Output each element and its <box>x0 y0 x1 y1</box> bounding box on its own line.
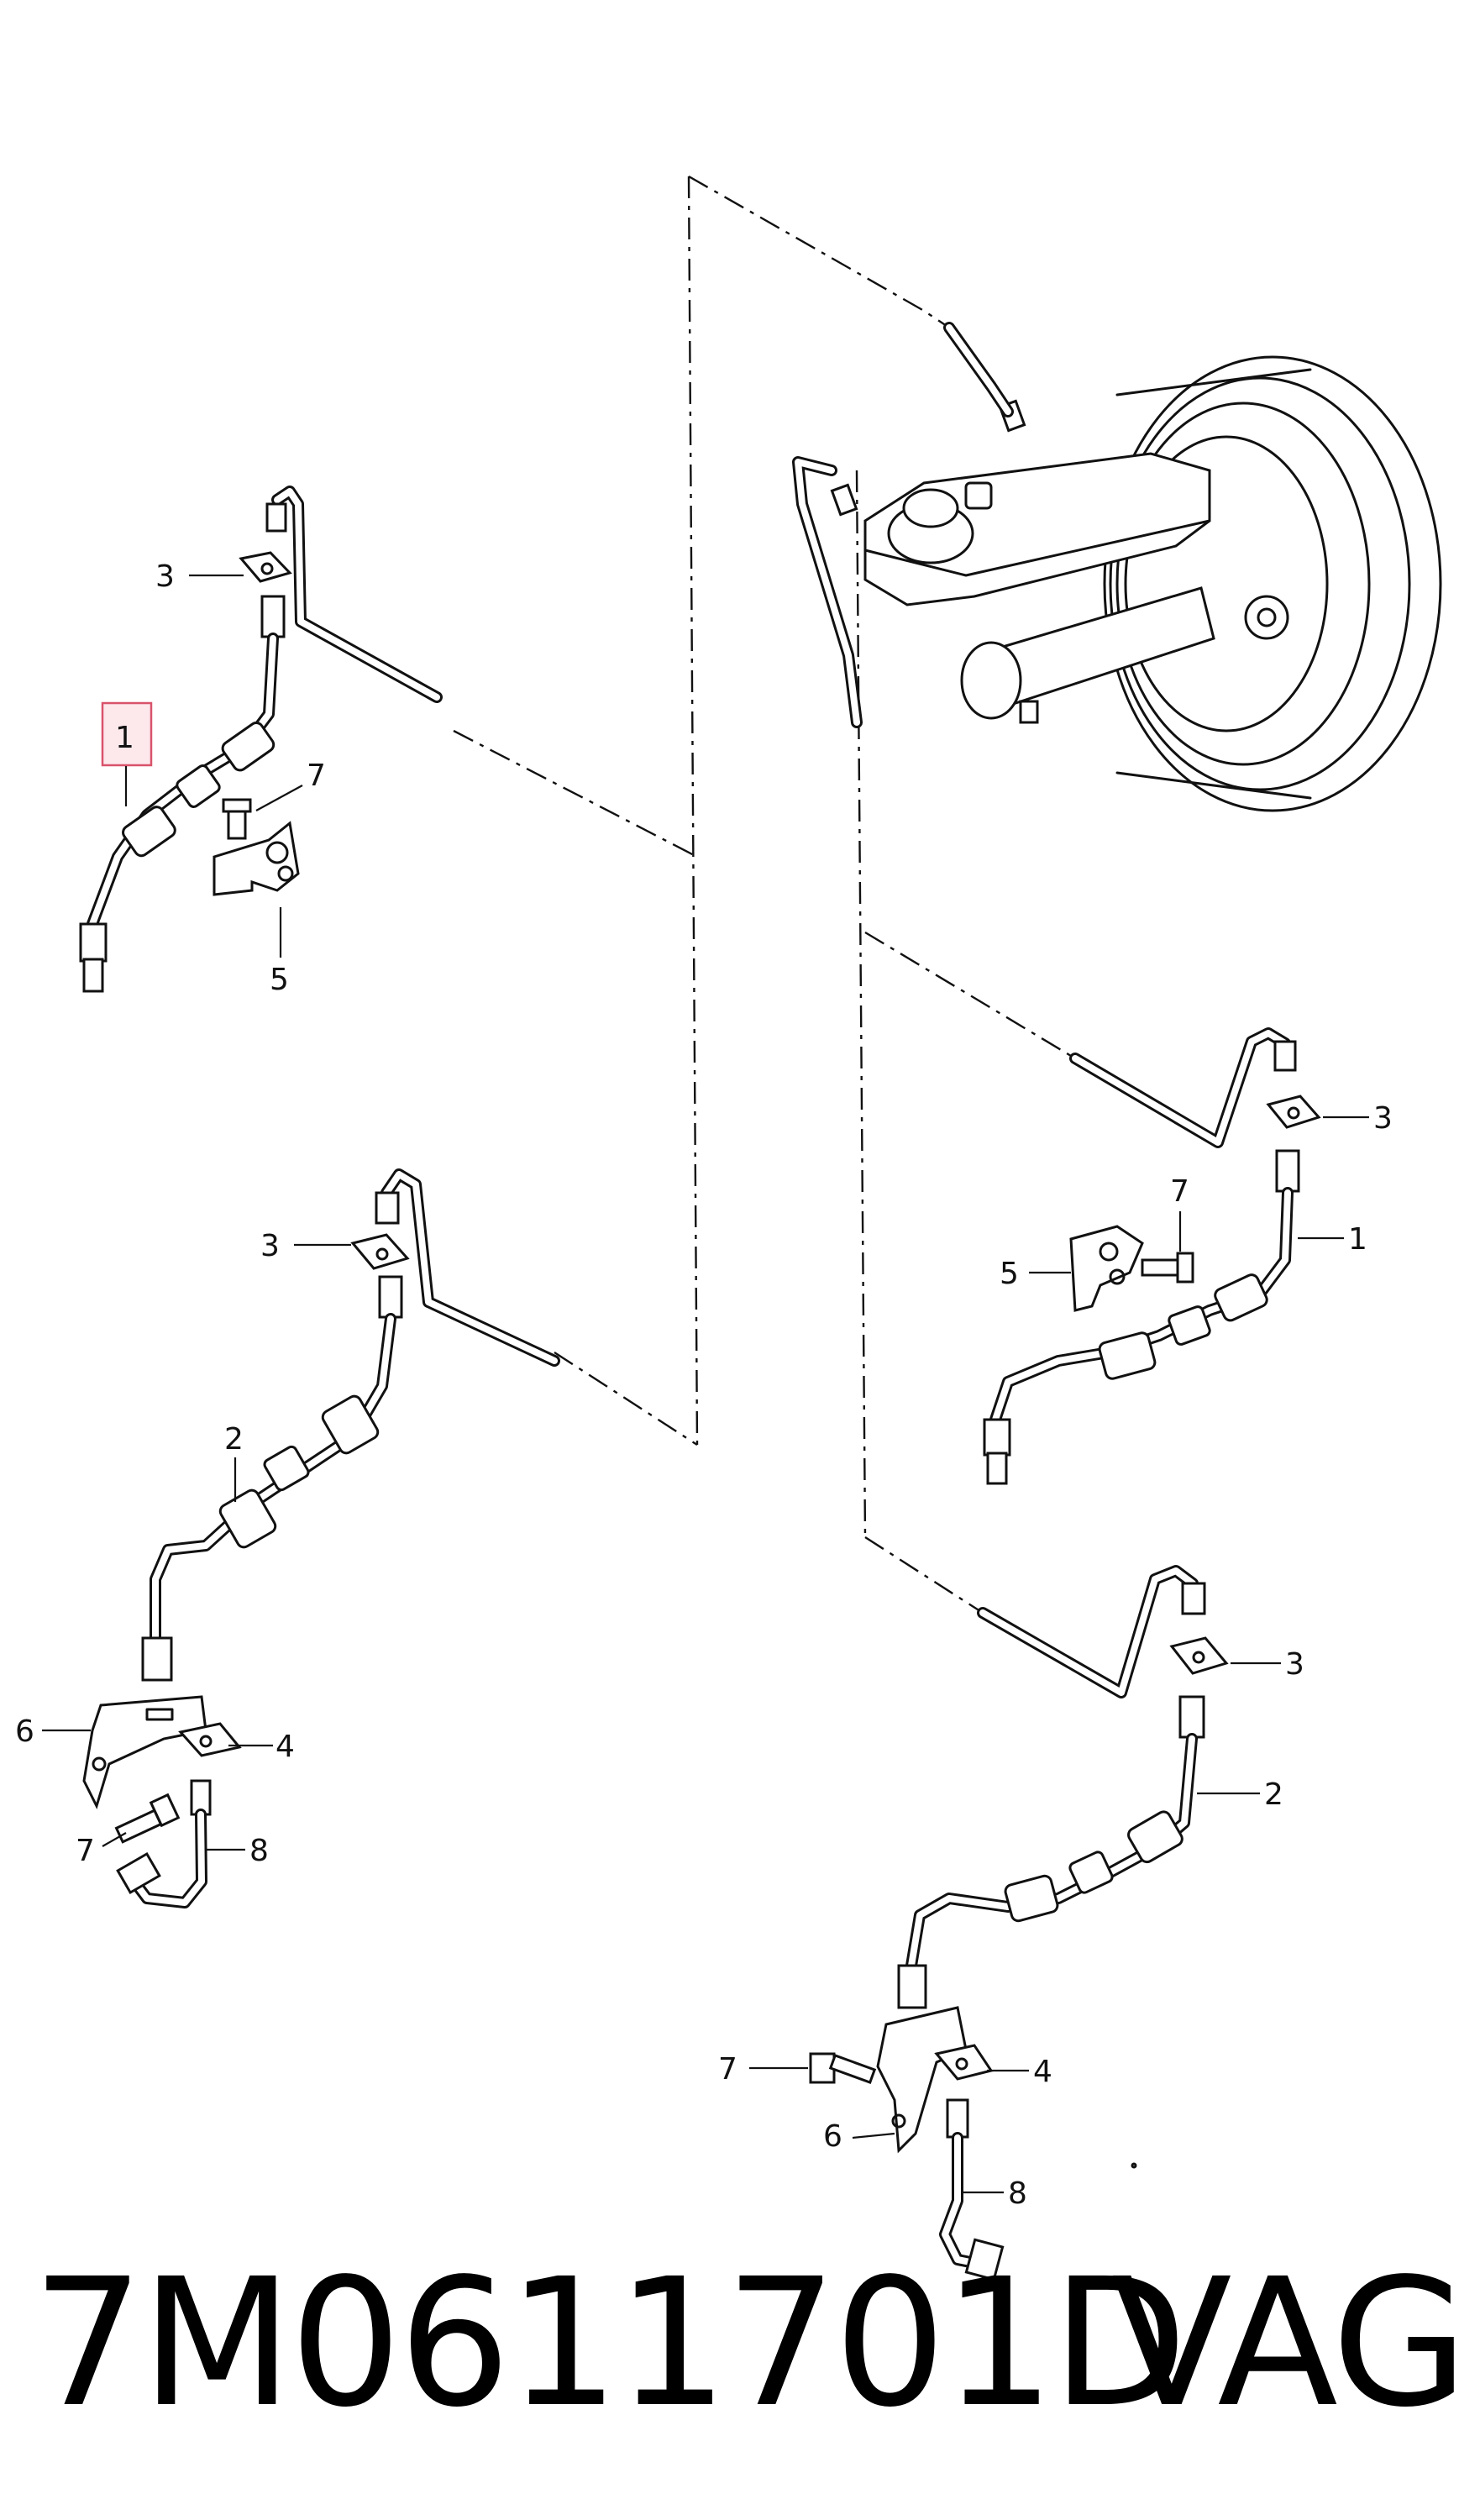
hose-end-fitting-bottom <box>79 922 108 963</box>
callout-5: 5 <box>270 963 289 997</box>
callout-6: 6 <box>823 2119 842 2154</box>
callout-7: 7 <box>1170 1174 1189 1209</box>
callout-8: 8 <box>249 1834 269 1868</box>
callout-7: 7 <box>76 1834 95 1868</box>
callout-3: 3 <box>155 559 175 594</box>
callout-5: 5 <box>1000 1257 1019 1291</box>
retaining-clip <box>350 1233 410 1270</box>
rear-right-hose-assembly <box>809 1565 1229 2281</box>
short-brake-pipe-nut <box>946 2098 969 2139</box>
hose-sleeve-lower <box>1098 1331 1157 1380</box>
hose-end-fitting-top <box>378 1275 403 1319</box>
hose-sleeve-upper <box>1127 1810 1183 1864</box>
pipe-end-nut <box>1181 1582 1206 1615</box>
callout-8: 8 <box>1008 2176 1027 2211</box>
hose-sleeve-upper <box>1214 1273 1268 1322</box>
callout-2: 2 <box>1264 1777 1283 1812</box>
hose-end-fitting-top <box>260 595 286 638</box>
mounting-bolt <box>114 1809 163 1844</box>
callout-2: 2 <box>224 1422 244 1457</box>
hose-end-fitting-top <box>1275 1149 1300 1193</box>
hose-bracket <box>1069 1225 1144 1312</box>
hose-sleeve-lower <box>122 806 176 858</box>
retaining-clip <box>1169 1636 1229 1675</box>
hose-sleeve-upper <box>221 722 276 772</box>
mounting-bolt <box>1141 1258 1182 1277</box>
front-left-hose-assembly <box>79 486 443 993</box>
callout-4: 4 <box>276 1730 295 1764</box>
callout-4: 4 <box>1033 2055 1052 2089</box>
callout-3: 3 <box>260 1229 280 1263</box>
brake-booster-assembly <box>792 322 1442 812</box>
hose-bracket <box>82 1695 207 1810</box>
hose-sleeve-lower <box>1004 1874 1059 1923</box>
retaining-clip <box>239 551 292 583</box>
callout-leaders <box>42 574 1369 2194</box>
pipe-end-nut <box>375 1191 400 1225</box>
callout-labels: 1 3 7 5 3 2 6 4 7 8 3 7 5 1 3 2 7 4 6 8 <box>15 559 1393 2211</box>
callout-highlight-box <box>101 701 153 767</box>
booster-rear-shell <box>1103 355 1442 812</box>
hose-bracket <box>213 821 300 896</box>
callout-1: 1 <box>115 721 134 755</box>
hose-end-fitting-top <box>1178 1695 1205 1739</box>
master-cylinder-end <box>960 641 1022 720</box>
callout-6: 6 <box>15 1714 34 1749</box>
fluid-reservoir <box>863 452 1211 606</box>
retaining-clip <box>1266 1095 1321 1129</box>
hose-end-fitting-bottom <box>897 1964 927 2009</box>
hose-end-fitting-bottom <box>983 1418 1011 1457</box>
booster-stud <box>1244 595 1289 640</box>
callout-3: 3 <box>1285 1647 1304 1682</box>
rear-left-hose-assembly <box>82 1168 560 1908</box>
front-right-hose-assembly <box>983 1027 1321 1485</box>
callout-1: 1 <box>1348 1222 1367 1257</box>
callout-7: 7 <box>307 759 326 793</box>
brand-name: VAG <box>1111 2240 1468 2446</box>
assembly-dash-lines <box>453 175 1076 1614</box>
outlet-nut-lower <box>830 483 858 517</box>
pipe-end-nut <box>265 502 287 533</box>
hose-sleeve-upper <box>321 1394 380 1455</box>
callout-7: 7 <box>718 2052 737 2087</box>
part-number: 7M0611701D <box>32 2240 1188 2446</box>
hose-end-fitting-bottom <box>141 1636 173 1682</box>
pipe-end-nut <box>1273 1040 1297 1072</box>
callout-3: 3 <box>1373 1101 1393 1136</box>
